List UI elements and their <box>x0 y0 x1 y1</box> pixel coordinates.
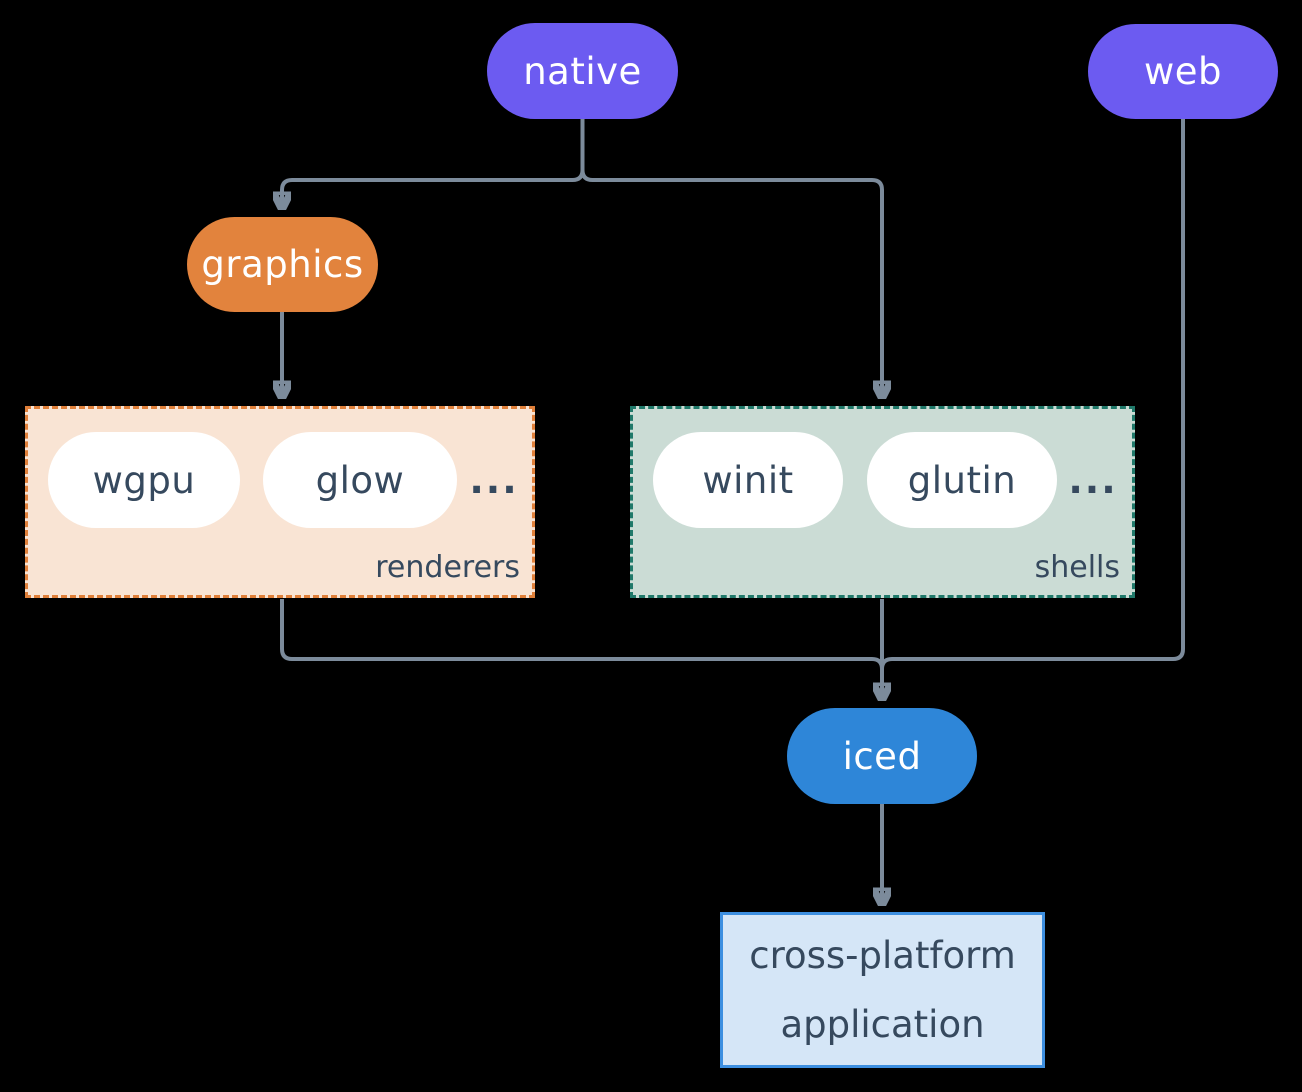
node-glow: glow <box>263 432 457 528</box>
node-graphics: graphics <box>187 217 378 312</box>
node-native: native <box>487 23 678 119</box>
node-web: web <box>1088 24 1278 119</box>
node-glow-label: glow <box>315 458 405 502</box>
node-cross-platform-application: cross-platform application <box>720 912 1045 1068</box>
node-glutin-label: glutin <box>907 458 1017 502</box>
group-renderers: wgpu glow ... renderers <box>25 406 535 598</box>
renderers-group-label: renderers <box>375 550 520 585</box>
edge-renderers-to-iced <box>280 599 884 670</box>
app-label-line1: cross-platform <box>749 933 1016 977</box>
edge-native-to-shells <box>580 119 883 397</box>
shells-group-label: shells <box>1034 550 1120 585</box>
node-winit-label: winit <box>702 458 794 502</box>
shells-ellipsis: ... <box>1068 458 1118 502</box>
node-wgpu-label: wgpu <box>92 458 196 502</box>
group-shells: winit glutin ... shells <box>630 406 1135 598</box>
node-iced-label: iced <box>842 734 922 778</box>
node-native-label: native <box>523 49 642 93</box>
node-graphics-label: graphics <box>201 243 364 286</box>
node-wgpu: wgpu <box>48 432 240 528</box>
app-label-line2: application <box>780 1003 985 1046</box>
node-winit: winit <box>653 432 843 528</box>
edge-native-to-graphics <box>282 119 585 208</box>
node-web-label: web <box>1143 50 1222 93</box>
node-iced: iced <box>787 708 977 804</box>
node-glutin: glutin <box>867 432 1057 528</box>
renderers-ellipsis: ... <box>469 458 519 502</box>
